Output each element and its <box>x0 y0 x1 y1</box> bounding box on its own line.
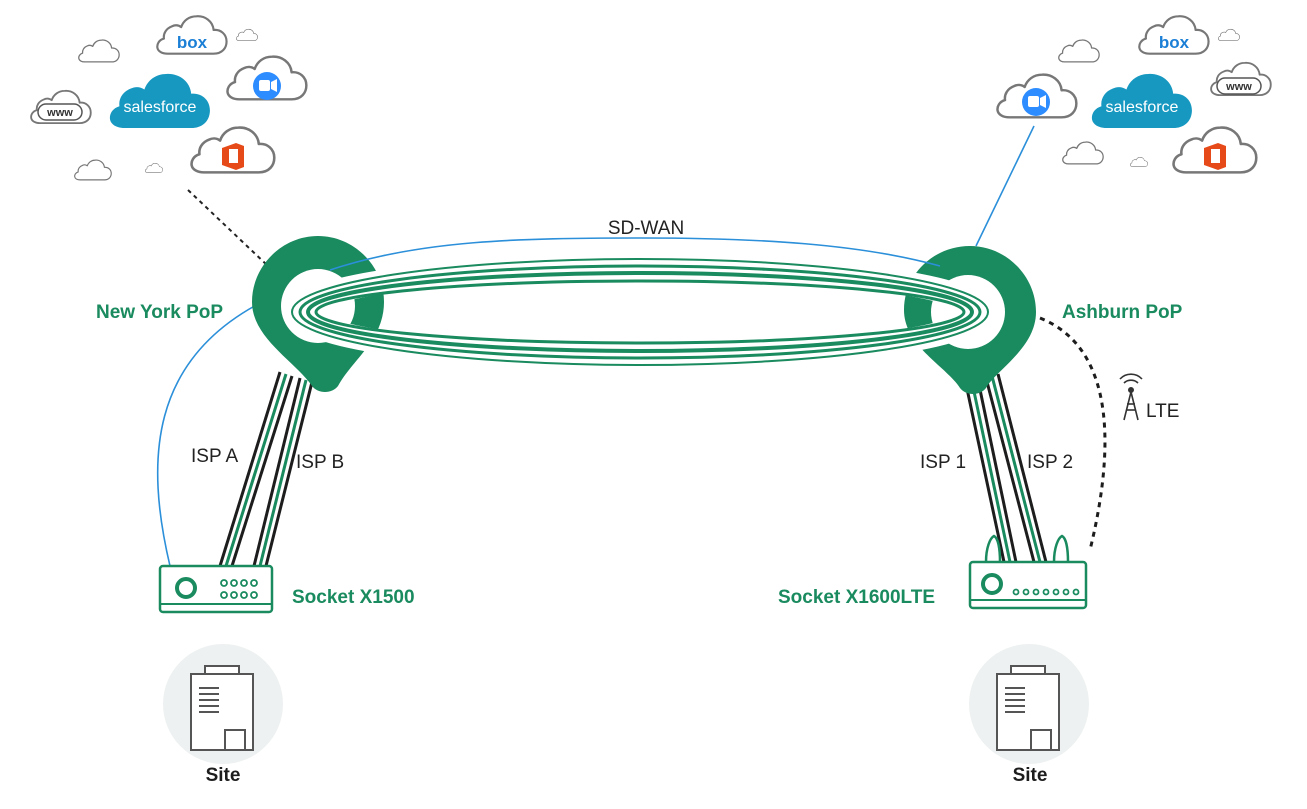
box-logo: box <box>177 33 208 52</box>
www-pill <box>1216 77 1262 95</box>
www-pill <box>37 103 83 121</box>
cloud-icon <box>74 159 112 181</box>
device-socket-x1500 <box>158 564 274 614</box>
isp-links-right <box>964 373 1048 563</box>
site-building-left-icon <box>163 644 283 764</box>
left-cloud-apps: box www salesforce <box>30 15 308 181</box>
antenna-icon <box>1119 373 1143 421</box>
device-label-x1500: Socket X1500 <box>292 587 415 608</box>
pop-label-new-york: New York PoP <box>96 302 223 323</box>
cloud-icon <box>1130 157 1148 167</box>
lte-link <box>1039 316 1107 551</box>
cloud-icon <box>1218 28 1240 42</box>
isp-2-label: ISP 2 <box>1027 452 1073 473</box>
box-logo: box <box>1159 33 1190 52</box>
device-label-x1600lte: Socket X1600LTE <box>778 587 935 608</box>
cloud-icon <box>78 39 120 63</box>
pop-label-ashburn: Ashburn PoP <box>1062 302 1183 323</box>
zoom-icon-lens <box>1040 95 1046 108</box>
zoom-icon-lens <box>271 79 277 92</box>
isp-links-left <box>218 371 314 567</box>
www-label: www <box>1225 81 1252 93</box>
salesforce-label: salesforce <box>1106 99 1179 116</box>
zoom-icon-camera <box>1028 96 1039 107</box>
salesforce-label: salesforce <box>124 99 197 116</box>
office-icon-inner <box>1211 149 1220 163</box>
cloud-icon <box>1058 39 1100 63</box>
right-cloud-apps: box www salesforce <box>996 15 1272 174</box>
isp-1-label: ISP 1 <box>920 452 966 473</box>
cloud-icon <box>236 28 258 42</box>
site-label-left: Site <box>206 765 241 786</box>
lte-label: LTE <box>1146 401 1179 422</box>
cloud-icon <box>1062 141 1104 165</box>
isp-a-label: ISP A <box>191 446 239 467</box>
internet-dashed-link-left <box>187 189 269 267</box>
office-icon-inner <box>229 149 238 163</box>
internet-link-right <box>975 125 1035 247</box>
sdwan-ring <box>288 237 992 370</box>
sdwan-label: SD-WAN <box>608 218 684 239</box>
cloud-icon <box>145 163 163 173</box>
site-building-right-icon <box>969 644 1089 764</box>
www-label: www <box>46 107 73 119</box>
site-label-right: Site <box>1013 765 1048 786</box>
device-socket-x1600lte <box>968 534 1088 610</box>
direct-link-left <box>156 301 263 567</box>
isp-b-label: ISP B <box>296 452 344 473</box>
zoom-icon-camera <box>259 80 270 91</box>
